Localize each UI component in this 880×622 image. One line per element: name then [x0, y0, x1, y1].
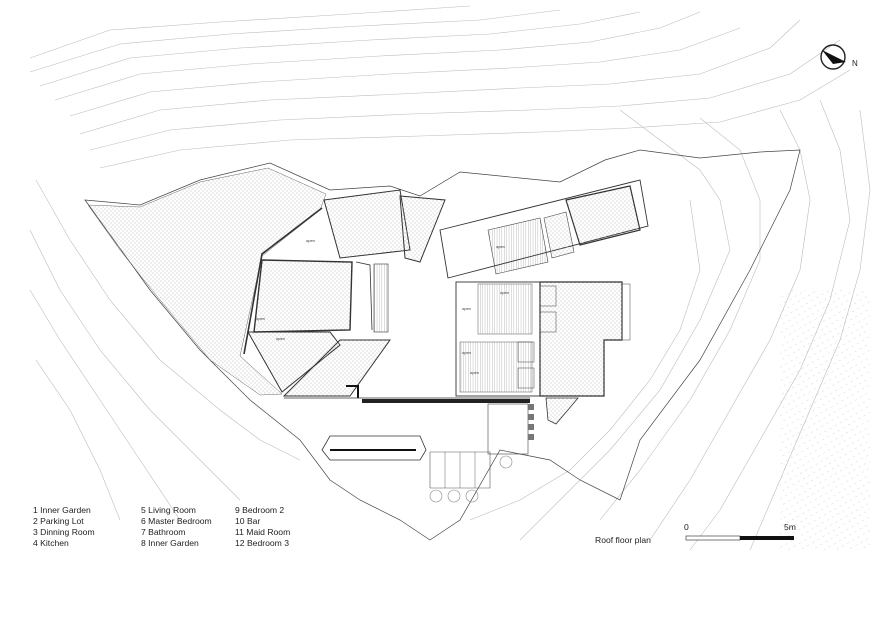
contour-lines	[29, 5, 871, 551]
open-label: open	[500, 290, 509, 295]
open-label: open	[470, 370, 479, 375]
open-label: open	[462, 306, 471, 311]
open-label: open	[462, 350, 471, 355]
legend-item: 5 Living Room	[141, 505, 196, 515]
open-label: open	[496, 244, 505, 249]
left-building-cluster	[243, 189, 446, 398]
legend-item: 12 Bedroom 3	[235, 538, 289, 548]
site-boundary	[84, 149, 801, 541]
legend-item: 9 Bedroom 2	[235, 505, 285, 515]
lower-right-building	[455, 281, 631, 425]
open-label: open	[256, 316, 265, 321]
plan-title: Roof floor plan	[595, 535, 651, 545]
scale-end-label: 5m	[784, 522, 796, 532]
upper-right-building	[439, 179, 649, 279]
scale-start-label: 0	[684, 522, 689, 532]
open-label: open	[276, 336, 285, 341]
open-labels: open open open open open open open open	[256, 238, 509, 375]
parking-lot	[321, 435, 513, 503]
room-block-b	[399, 195, 446, 263]
north-label: N	[852, 59, 858, 68]
legend-item: 6 Master Bedroom	[141, 516, 212, 526]
legend-item: 7 Bathroom	[141, 527, 186, 537]
scale-bar	[685, 535, 794, 541]
room-block-c	[253, 259, 353, 333]
legend-item: 11 Maid Room	[235, 527, 291, 537]
open-label: open	[306, 238, 315, 243]
hatched-terrain	[780, 290, 870, 550]
room-block-e	[282, 339, 391, 397]
room-block-a	[323, 189, 411, 259]
legend-item: 3 Dinning Room	[33, 527, 95, 537]
legend-item: 8 Inner Garden	[141, 538, 199, 548]
north-arrow: N	[820, 44, 858, 70]
legend-item: 10 Bar	[235, 516, 261, 526]
legend-item: 4 Kitchen	[33, 538, 69, 548]
walkway	[284, 397, 534, 455]
compass-icon	[820, 44, 846, 70]
legend: 1 Inner Garden 2 Parking Lot 3 Dinning R…	[33, 505, 333, 549]
legend-item: 2 Parking Lot	[33, 516, 84, 526]
inner-garden-1	[87, 167, 327, 396]
legend-item: 1 Inner Garden	[33, 505, 91, 515]
